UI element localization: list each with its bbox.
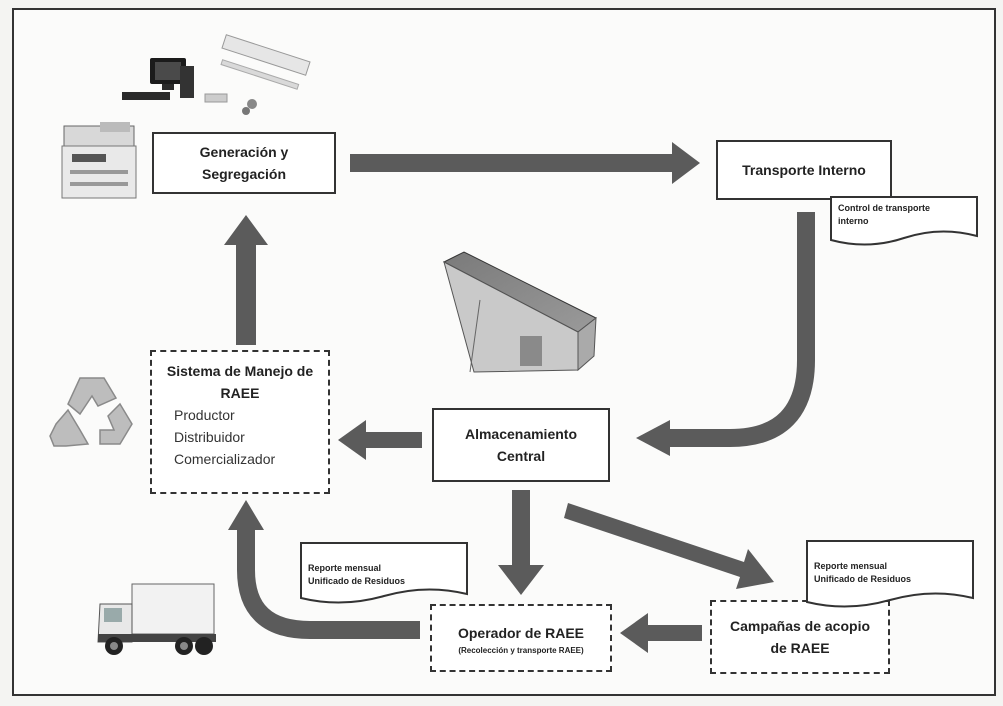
node-almacenamiento-title: Almacenamiento Central bbox=[464, 426, 578, 464]
node-generacion: Generación y Segregación bbox=[152, 132, 336, 194]
node-generacion-title: Generación y Segregación bbox=[199, 144, 289, 182]
truck-icon bbox=[97, 583, 216, 655]
node-campanas-title: Campañas de acopio de RAEE bbox=[729, 618, 871, 656]
node-operador: Operador de RAEE (Recolección y transpor… bbox=[430, 604, 612, 672]
arrow-almacenamiento-operador bbox=[498, 490, 544, 595]
node-transporte: Transporte Interno bbox=[716, 140, 892, 200]
printer-icon bbox=[61, 122, 137, 199]
node-campanas: Campañas de acopio de RAEE bbox=[710, 600, 890, 674]
doc-reporte-campanas: Reporte mensual Unificado de Residuos bbox=[806, 540, 974, 608]
arrow-campanas-operador bbox=[620, 613, 702, 653]
computer-icon bbox=[122, 58, 194, 100]
doc-reporte-operador-text: Reporte mensual Unificado de Residuos bbox=[308, 563, 406, 586]
recycle-icon bbox=[49, 377, 133, 447]
node-sistema-title: Sistema de Manejo de RAEE bbox=[166, 363, 314, 401]
doc-reporte-campanas-text: Reporte mensual Unificado de Residuos bbox=[814, 561, 912, 584]
node-almacenamiento: Almacenamiento Central bbox=[432, 408, 610, 482]
arrow-sistema-generacion bbox=[224, 215, 268, 345]
node-transporte-title: Transporte Interno bbox=[742, 162, 866, 178]
doc-control-transporte-text: Control de transporte interno bbox=[838, 203, 931, 226]
arrow-operador-sistema bbox=[237, 528, 420, 639]
sistema-item-distribuidor: Distribuidor bbox=[174, 429, 245, 445]
arrow-almacenamiento-sistema bbox=[338, 420, 422, 460]
sistema-item-comercializador: Comercializador bbox=[174, 451, 276, 467]
sistema-item-productor: Productor bbox=[174, 407, 235, 423]
doc-control-transporte: Control de transporte interno bbox=[830, 196, 978, 246]
doc-reporte-operador: Reporte mensual Unificado de Residuos bbox=[300, 542, 468, 604]
arrow-almacenamiento-campanas bbox=[564, 503, 774, 589]
arrow-transporte-almacenamiento bbox=[668, 212, 815, 447]
arrow-generacion-transporte bbox=[350, 142, 700, 184]
warehouse-icon bbox=[442, 251, 597, 373]
node-sistema: Sistema de Manejo de RAEE Productor Dist… bbox=[150, 350, 330, 494]
node-operador-subtitle: (Recolección y transporte RAEE) bbox=[458, 645, 584, 655]
node-operador-title: Operador de RAEE bbox=[457, 624, 585, 641]
node-sistema-items: Productor Distribuidor Comercializador bbox=[174, 404, 275, 470]
fluorescent-tube-icon bbox=[204, 34, 311, 115]
